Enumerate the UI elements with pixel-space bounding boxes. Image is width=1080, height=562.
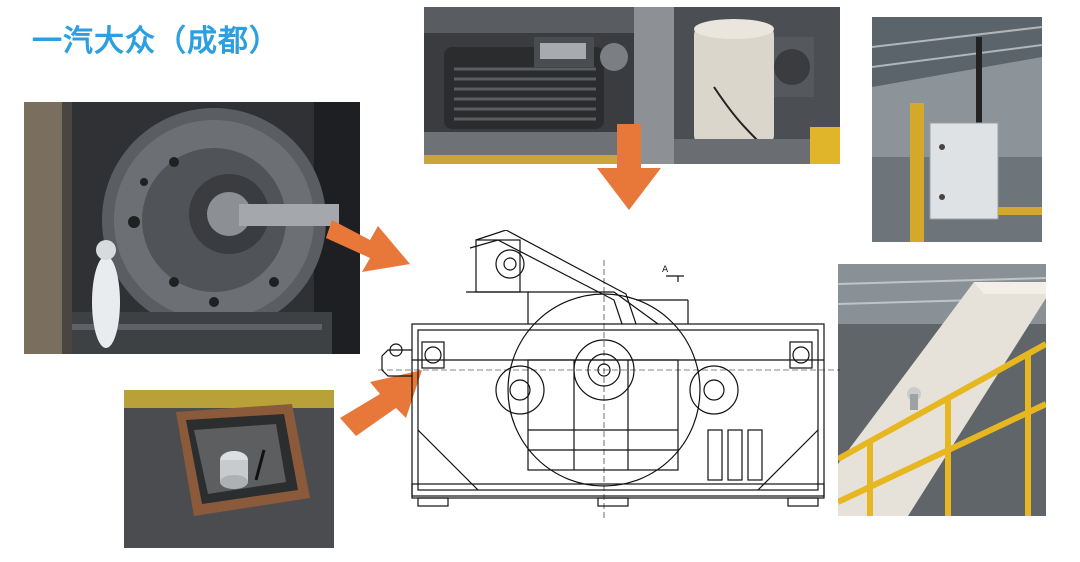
floor-sensor-photo xyxy=(124,390,334,548)
chute-photo xyxy=(838,264,1046,516)
arrow-from-floor-sensor xyxy=(340,362,426,442)
gearbox-sensor-photo-icon xyxy=(634,7,840,164)
gearbox-photo xyxy=(634,7,840,164)
arrow-down-icon xyxy=(597,124,661,210)
arrow-right-up-icon xyxy=(340,370,422,436)
arrow-from-motor xyxy=(597,124,661,210)
arrow-right-down-icon xyxy=(326,220,410,272)
flywheel-photo xyxy=(24,102,360,354)
technical-drawing: A xyxy=(378,230,840,530)
page-title: 一汽大众（成都） xyxy=(32,24,280,59)
electric-motor-photo-icon xyxy=(424,7,634,164)
flywheel-machine-photo-icon xyxy=(24,102,360,354)
motor-photo xyxy=(424,7,634,164)
machine-blueprint-icon: A xyxy=(378,230,840,520)
control-cabinet-photo-icon xyxy=(872,17,1042,242)
inclined-chute-photo-icon xyxy=(838,264,1046,516)
cabinet-photo xyxy=(872,17,1042,242)
arrow-from-flywheel xyxy=(326,202,412,276)
floor-pit-sensor-photo-icon xyxy=(124,390,334,548)
section-marker-label: A xyxy=(662,265,669,275)
